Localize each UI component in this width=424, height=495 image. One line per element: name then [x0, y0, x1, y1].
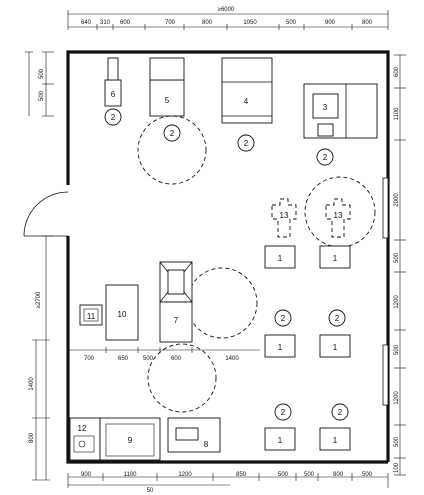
equipment-6: 6 — [104, 57, 122, 107]
right-dimension-chain: 600 1100 2000 500 1200 500 1200 500 100 — [394, 54, 406, 476]
equipment-13-left: 13 — [271, 198, 297, 238]
svg-text:1: 1 — [333, 343, 338, 352]
chair-top-1: 2 — [104, 108, 122, 126]
inner-dim-4: 600 — [171, 356, 182, 362]
bottom-dim-5: 500 — [278, 472, 289, 478]
equipment-5: 5 — [149, 57, 185, 117]
left-dim-2: 500 — [39, 90, 45, 101]
left-dim-4: 800 — [29, 432, 35, 443]
equipment-3: 3 — [303, 83, 378, 139]
svg-text:1: 1 — [278, 436, 283, 445]
svg-text:2: 2 — [281, 314, 286, 323]
svg-text:2: 2 — [244, 139, 249, 148]
room-walls — [66, 50, 390, 464]
svg-text:2: 2 — [338, 408, 343, 417]
entrance-door — [23, 191, 69, 237]
svg-text:11: 11 — [87, 312, 96, 321]
bottom-sub-dim: 50 — [147, 488, 154, 494]
right-dim-6: 500 — [394, 344, 400, 355]
svg-text:2: 2 — [335, 314, 340, 323]
chair-top-2: 2 — [137, 115, 207, 185]
top-dim-4: 700 — [165, 20, 176, 26]
bottom-dim-2: 1100 — [124, 472, 138, 478]
bottom-dim-4: 850 — [236, 472, 247, 478]
right-dim-3: 2000 — [394, 193, 400, 207]
top-dim-8: 900 — [325, 20, 336, 26]
svg-text:7: 7 — [174, 316, 179, 325]
right-dim-8: 500 — [394, 436, 400, 447]
equipment-13-right: 13 — [304, 176, 376, 248]
svg-text:2: 2 — [111, 113, 116, 122]
chair-low-2: 2 — [331, 403, 349, 421]
right-dim-1: 600 — [394, 66, 400, 77]
inner-dimension-chain: 700 650 500 600 1400 — [68, 347, 260, 362]
table-1-b: 1 — [319, 245, 351, 269]
top-dim-1: 640 — [81, 20, 92, 26]
equipment-11: 11 — [79, 304, 103, 326]
top-dimension-chain: ≥6000 640 310 600 700 800 1050 500 900 8… — [67, 7, 389, 30]
chair-mid-1: 2 — [274, 309, 292, 327]
svg-text:1: 1 — [278, 343, 283, 352]
svg-text:12: 12 — [78, 424, 87, 433]
table-1-f: 1 — [319, 427, 351, 451]
top-dim-9: 800 — [362, 20, 373, 26]
left-dimension-chain: 500 500 ≥2700 1400 800 — [25, 51, 54, 481]
inner-dim-3: 500 — [143, 356, 154, 362]
right-dim-7: 1200 — [394, 391, 400, 405]
svg-text:8: 8 — [204, 440, 209, 449]
bottom-dim-8: 500 — [362, 472, 373, 478]
bottom-dim-6: 500 — [304, 472, 315, 478]
equipment-4: 4 — [221, 57, 273, 124]
svg-text:5: 5 — [165, 96, 170, 105]
svg-text:3: 3 — [323, 103, 328, 112]
chair-low-1: 2 — [274, 403, 292, 421]
right-dim-2: 1100 — [394, 107, 400, 121]
svg-text:6: 6 — [111, 90, 116, 99]
left-dim-1: 500 — [39, 68, 45, 79]
svg-text:2: 2 — [281, 408, 286, 417]
chair-mid-2: 2 — [328, 309, 346, 327]
bottom-dim-3: 1200 — [178, 472, 192, 478]
inner-dim-5: 1400 — [225, 356, 239, 362]
equipment-10: 10 — [105, 284, 139, 341]
equipment-7: 7 — [159, 261, 258, 343]
svg-text:9: 9 — [128, 436, 133, 445]
right-dim-5: 1200 — [394, 295, 400, 309]
svg-text:13: 13 — [280, 211, 289, 220]
table-1-d: 1 — [319, 334, 351, 358]
svg-text:1: 1 — [278, 254, 283, 263]
right-dim-4: 500 — [394, 252, 400, 263]
table-1-c: 1 — [264, 334, 296, 358]
left-dim-3: 1400 — [29, 377, 35, 391]
left-total-dim: ≥2700 — [36, 291, 42, 308]
top-dim-7: 500 — [286, 20, 297, 26]
svg-text:10: 10 — [118, 310, 127, 319]
bottom-dimension-chain: 900 1100 1200 850 500 500 800 500 50 — [67, 472, 389, 494]
chair-top-4: 2 — [316, 148, 334, 166]
inner-dim-2: 650 — [118, 356, 129, 362]
bottom-dim-7: 800 — [333, 472, 344, 478]
svg-text:13: 13 — [334, 211, 343, 220]
top-total-dim: ≥6000 — [218, 7, 235, 13]
top-dim-2: 310 — [100, 20, 111, 26]
svg-text:2: 2 — [170, 129, 175, 138]
table-1-e: 1 — [264, 427, 296, 451]
equipment-9: 9 — [99, 417, 161, 461]
clearance-circle — [147, 343, 217, 413]
top-dim-3: 600 — [120, 20, 131, 26]
chair-top-3: 2 — [237, 134, 255, 152]
right-dim-9: 100 — [394, 462, 400, 473]
top-dim-6: 1050 — [243, 20, 257, 26]
svg-text:1: 1 — [333, 254, 338, 263]
table-1-a: 1 — [264, 245, 296, 269]
svg-text:4: 4 — [244, 97, 249, 106]
inner-dim-1: 700 — [84, 356, 95, 362]
bottom-dim-1: 900 — [81, 472, 92, 478]
svg-text:1: 1 — [333, 436, 338, 445]
svg-text:2: 2 — [323, 153, 328, 162]
equipment-8: 8 — [167, 417, 221, 453]
top-dim-5: 800 — [202, 20, 213, 26]
equipment-12: 12 — [69, 417, 101, 461]
